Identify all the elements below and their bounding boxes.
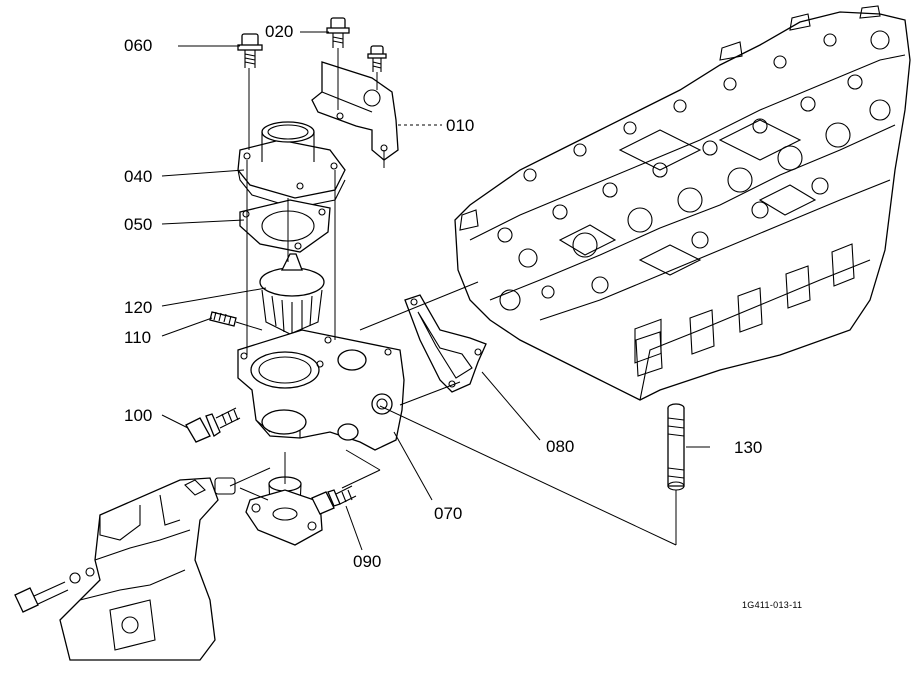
manifold-bolt — [14, 567, 95, 613]
assembly-lines — [229, 48, 677, 546]
water-flange-040 — [237, 121, 346, 209]
stud-130 — [667, 403, 685, 491]
thermostat-120 — [259, 253, 325, 335]
pipe-090 — [245, 476, 323, 546]
bolt-060 — [237, 33, 263, 68]
gasket-080 — [404, 294, 487, 393]
bolt-020 — [326, 17, 350, 48]
bracket-010 — [311, 61, 399, 161]
bolt-100 — [185, 407, 241, 443]
part-label-110: 110 — [124, 328, 152, 347]
part-label-130: 130 — [734, 438, 763, 457]
stud-110 — [209, 311, 237, 327]
part-label-070: 070 — [434, 504, 463, 523]
part-label-060: 060 — [124, 36, 153, 55]
part-label-100: 100 — [124, 406, 153, 425]
cylinder-head — [454, 5, 911, 401]
bolt-090 — [311, 485, 357, 515]
part-label-120: 120 — [124, 298, 153, 317]
part-label-040: 040 — [124, 167, 153, 186]
gasket-050 — [239, 199, 331, 253]
part-label-080: 080 — [546, 437, 575, 456]
leader-lines — [161, 31, 710, 551]
thermostat-housing-070 — [237, 329, 405, 451]
part-label-020: 020 — [265, 22, 294, 41]
drawing-code: 1G411-013-11 — [742, 600, 803, 610]
bolt-small-010 — [367, 45, 387, 72]
part-label-010: 010 — [446, 116, 475, 135]
part-label-090: 090 — [353, 552, 382, 571]
manifold — [59, 477, 236, 661]
part-label-050: 050 — [124, 215, 153, 234]
